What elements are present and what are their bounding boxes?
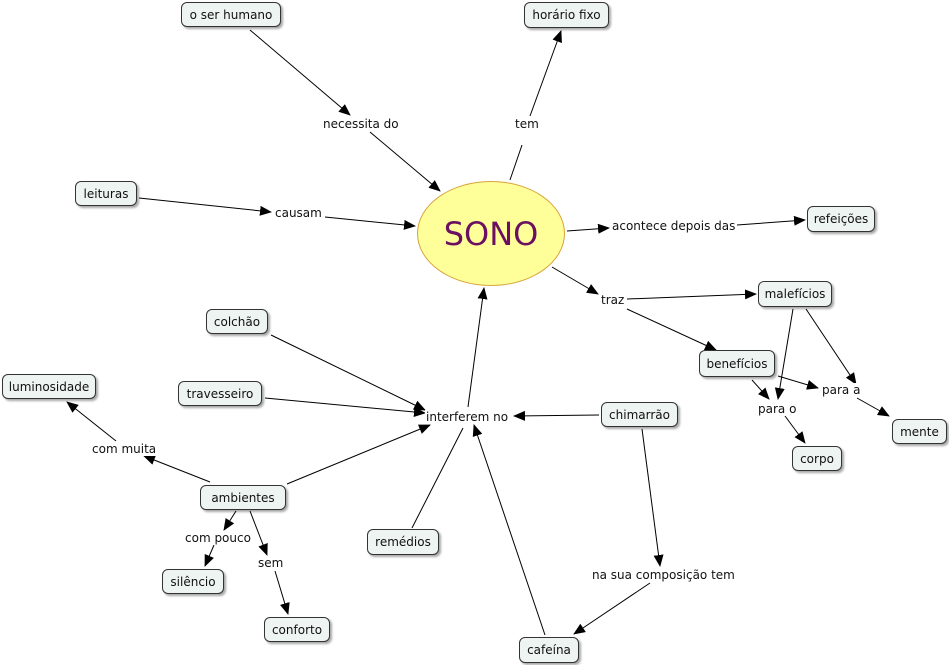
connector-ambientes-com-muita — [143, 455, 211, 483]
link-causam: causam — [274, 206, 323, 220]
concept-remedios[interactable]: remédios — [367, 529, 439, 555]
connector-composicao-cafeina — [573, 582, 651, 635]
connector-travesseiro-interferem — [264, 397, 426, 417]
connector-para-a-mente — [856, 397, 890, 417]
connector-ser-humano-necessita — [249, 29, 351, 116]
concept-mente[interactable]: mente — [892, 419, 947, 444]
central-concept-sono[interactable]: SONO — [417, 181, 565, 286]
connector-interferem-sono — [467, 287, 488, 408]
concept-cafeina[interactable]: cafeína — [519, 637, 579, 663]
link-na-sua-composicao-tem: na sua composição tem — [591, 568, 736, 582]
connector-sono-traz — [551, 266, 599, 295]
connector-chimarrao-interferem — [513, 410, 600, 421]
concept-beneficios[interactable]: benefícios — [699, 350, 775, 377]
concept-ser-humano[interactable]: o ser humano — [181, 2, 281, 27]
concept-colchao[interactable]: colchão — [206, 309, 268, 334]
connector-com-pouco-silencio — [204, 544, 215, 567]
connector-ambientes-sem — [249, 510, 268, 556]
connector-ambientes-com-pouco — [223, 510, 237, 531]
connector-acontece-refeicoes — [736, 215, 806, 226]
connector-cafeina-interferem — [472, 424, 546, 636]
connector-causam-sono — [324, 216, 416, 230]
concept-horario-fixo[interactable]: horário fixo — [524, 2, 609, 28]
connector-ambientes-interferem — [286, 424, 431, 485]
connector-remedios-interferem — [411, 427, 464, 529]
connector-sono-tem — [509, 144, 523, 181]
concept-luminosidade[interactable]: luminosidade — [2, 374, 96, 399]
link-com-pouco: com pouco — [184, 531, 252, 545]
link-para-o: para o — [757, 402, 798, 416]
connector-maleficios-para-o — [774, 308, 794, 400]
connector-necessita-sono — [369, 131, 441, 192]
concept-conforto[interactable]: conforto — [264, 617, 330, 642]
connector-leituras-causam — [138, 197, 272, 216]
connector-beneficios-para-a — [777, 375, 819, 390]
link-para-a: para a — [821, 383, 862, 397]
concept-maleficios[interactable]: malefícios — [758, 281, 832, 307]
link-acontece-depois-das: acontece depois das — [611, 219, 737, 233]
link-sem: sem — [257, 556, 285, 570]
connector-beneficios-para-o — [751, 379, 770, 400]
connector-chimarrao-composicao — [641, 428, 664, 567]
link-tem: tem — [514, 117, 540, 131]
connector-para-o-corpo — [784, 415, 806, 444]
concept-silencio[interactable]: silêncio — [162, 569, 224, 594]
connector-colchao-interferem — [270, 334, 426, 411]
connector-traz-beneficios — [626, 308, 717, 351]
concept-corpo[interactable]: corpo — [792, 446, 842, 471]
concept-travesseiro[interactable]: travesseiro — [178, 381, 262, 406]
concept-chimarrao[interactable]: chimarrão — [601, 402, 678, 427]
link-traz: traz — [600, 293, 626, 307]
concept-ambientes[interactable]: ambientes — [200, 485, 286, 510]
link-interferem-no: interferem no — [425, 410, 510, 424]
connector-sono-acontece — [566, 223, 610, 234]
connector-com-muita-luminosidade — [66, 401, 117, 442]
concept-leituras[interactable]: leituras — [75, 181, 137, 206]
connector-traz-maleficios — [626, 289, 757, 300]
connector-tem-horario — [529, 30, 562, 117]
connector-maleficios-para-a — [805, 308, 857, 385]
connector-sem-conforto — [274, 570, 290, 615]
concept-refeicoes[interactable]: refeições — [807, 206, 875, 232]
link-necessita-do: necessita do — [322, 117, 400, 131]
link-com-muita: com muita — [91, 442, 158, 456]
